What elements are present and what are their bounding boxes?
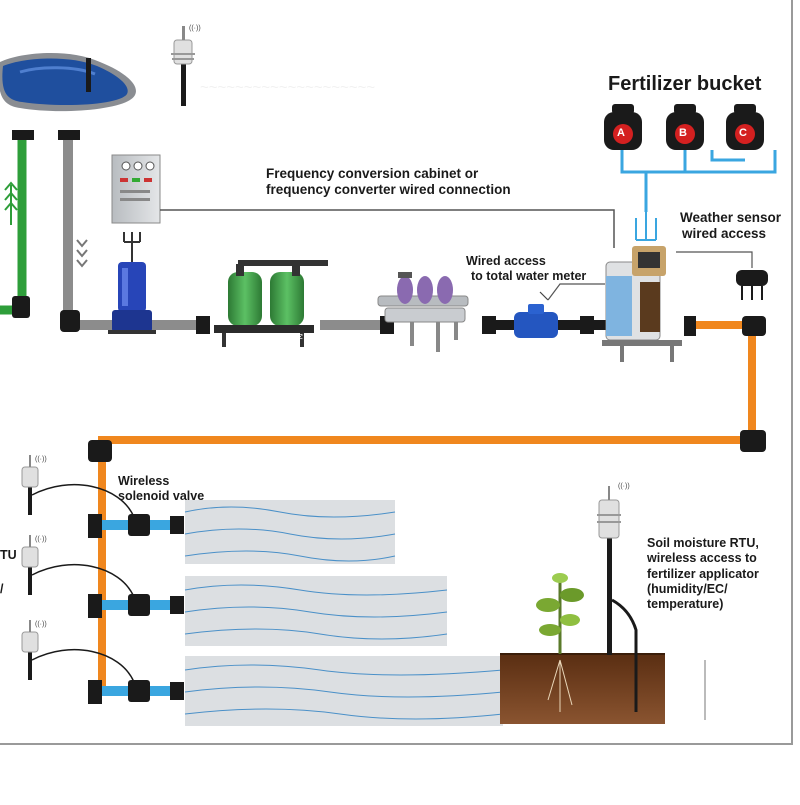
field-bed-1	[184, 500, 396, 564]
frame-border-bottom	[0, 743, 793, 745]
svg-text:((·)): ((·))	[35, 621, 47, 628]
water-meter-icon	[514, 291, 558, 338]
svg-text:((·)): ((·))	[618, 483, 630, 490]
plant-icon	[536, 573, 584, 654]
bucket-a-label: A	[617, 127, 625, 139]
fertilizer-intake	[635, 210, 657, 241]
soil-moisture-probe-icon: ((·))	[597, 483, 638, 712]
fertilizer-applicator-icon	[602, 246, 682, 362]
field-bed-2	[184, 576, 448, 646]
water-meter-label-line1: Wired access	[466, 254, 546, 268]
wireless-antenna-icon: ((·))	[171, 25, 201, 106]
rtu-fragment-label: TU	[0, 548, 17, 562]
svg-text:((·)): ((·))	[189, 25, 201, 32]
branch-2	[88, 594, 184, 618]
bucket-b-label: B	[679, 127, 687, 139]
wireless-valve-label: Wireless solenoid valve	[118, 474, 204, 505]
soil-label-line5: temperature)	[647, 597, 724, 611]
water-meter-label-line2: to total water meter	[471, 269, 587, 284]
weather-label-line2: wired access	[682, 226, 767, 242]
water-pump-icon	[108, 262, 156, 334]
frequency-label-line1: Frequency conversion cabinet or	[266, 166, 479, 181]
frequency-cabinet-icon	[111, 154, 161, 224]
soil-block	[500, 653, 665, 724]
disc-filter-icon	[377, 272, 469, 352]
weather-label-line1: Weather sensor	[680, 210, 782, 225]
branch-1	[88, 514, 184, 538]
svg-text:壁输入文字: 壁输入文字	[258, 332, 303, 343]
suction-pipe-grey	[58, 130, 110, 332]
cabinet-cable	[160, 209, 615, 248]
fertilizer-bucket-label: Fertilizer bucket	[608, 73, 762, 95]
pond-reservoir-icon	[0, 52, 136, 112]
svg-text:~~~~~~~~~~~~~~~~~~~~: ~~~~~~~~~~~~~~~~~~~~	[200, 79, 375, 96]
weather-sensor-label: Weather sensor wired access	[680, 210, 781, 243]
wireless-valve-line1: Wireless	[118, 474, 170, 488]
svg-text:((·)): ((·))	[35, 536, 47, 543]
weather-cable	[676, 251, 753, 268]
field-bed-3	[184, 656, 504, 726]
fertilizer-bucket-a	[604, 104, 642, 150]
soil-label-line3: fertilizer applicator	[647, 566, 759, 581]
rtu-fragment-label-2: /	[0, 582, 4, 596]
fertilizer-bucket-b	[666, 104, 704, 150]
weather-sensor-icon	[736, 270, 768, 300]
depth-markers	[676, 660, 706, 720]
wireless-valve-line2: solenoid valve	[118, 489, 205, 504]
soil-label-line1: Soil moisture RTU,	[647, 536, 759, 550]
soil-moisture-label: Soil moisture RTU, wireless access to fe…	[647, 536, 759, 612]
pump-cable	[123, 232, 141, 262]
frequency-cabinet-label: Frequency conversion cabinet or frequenc…	[266, 166, 511, 199]
fertilizer-bucket-c	[726, 104, 764, 150]
wireless-antenna-icon: ((·))	[21, 455, 135, 518]
bucket-c-label: C	[739, 127, 747, 139]
frame-border-right	[791, 0, 793, 745]
svg-text:((·)): ((·))	[35, 456, 47, 463]
sand-filter-icon: 壁输入文字	[214, 260, 328, 347]
fertilizer-lines	[620, 150, 777, 212]
frequency-label-line2: frequency converter wired connection	[266, 182, 511, 198]
wireless-antenna-icon: ((·))	[21, 535, 135, 598]
supply-pipe-green	[0, 130, 34, 318]
meter-cable	[547, 283, 605, 301]
soil-label-line4: (humidity/EC/	[647, 581, 728, 596]
branch-3	[88, 680, 184, 704]
soil-label-line2: wireless access to	[647, 551, 757, 566]
wireless-antenna-icon: ((·))	[21, 620, 135, 683]
water-meter-label: Wired access to total water meter	[466, 254, 586, 285]
